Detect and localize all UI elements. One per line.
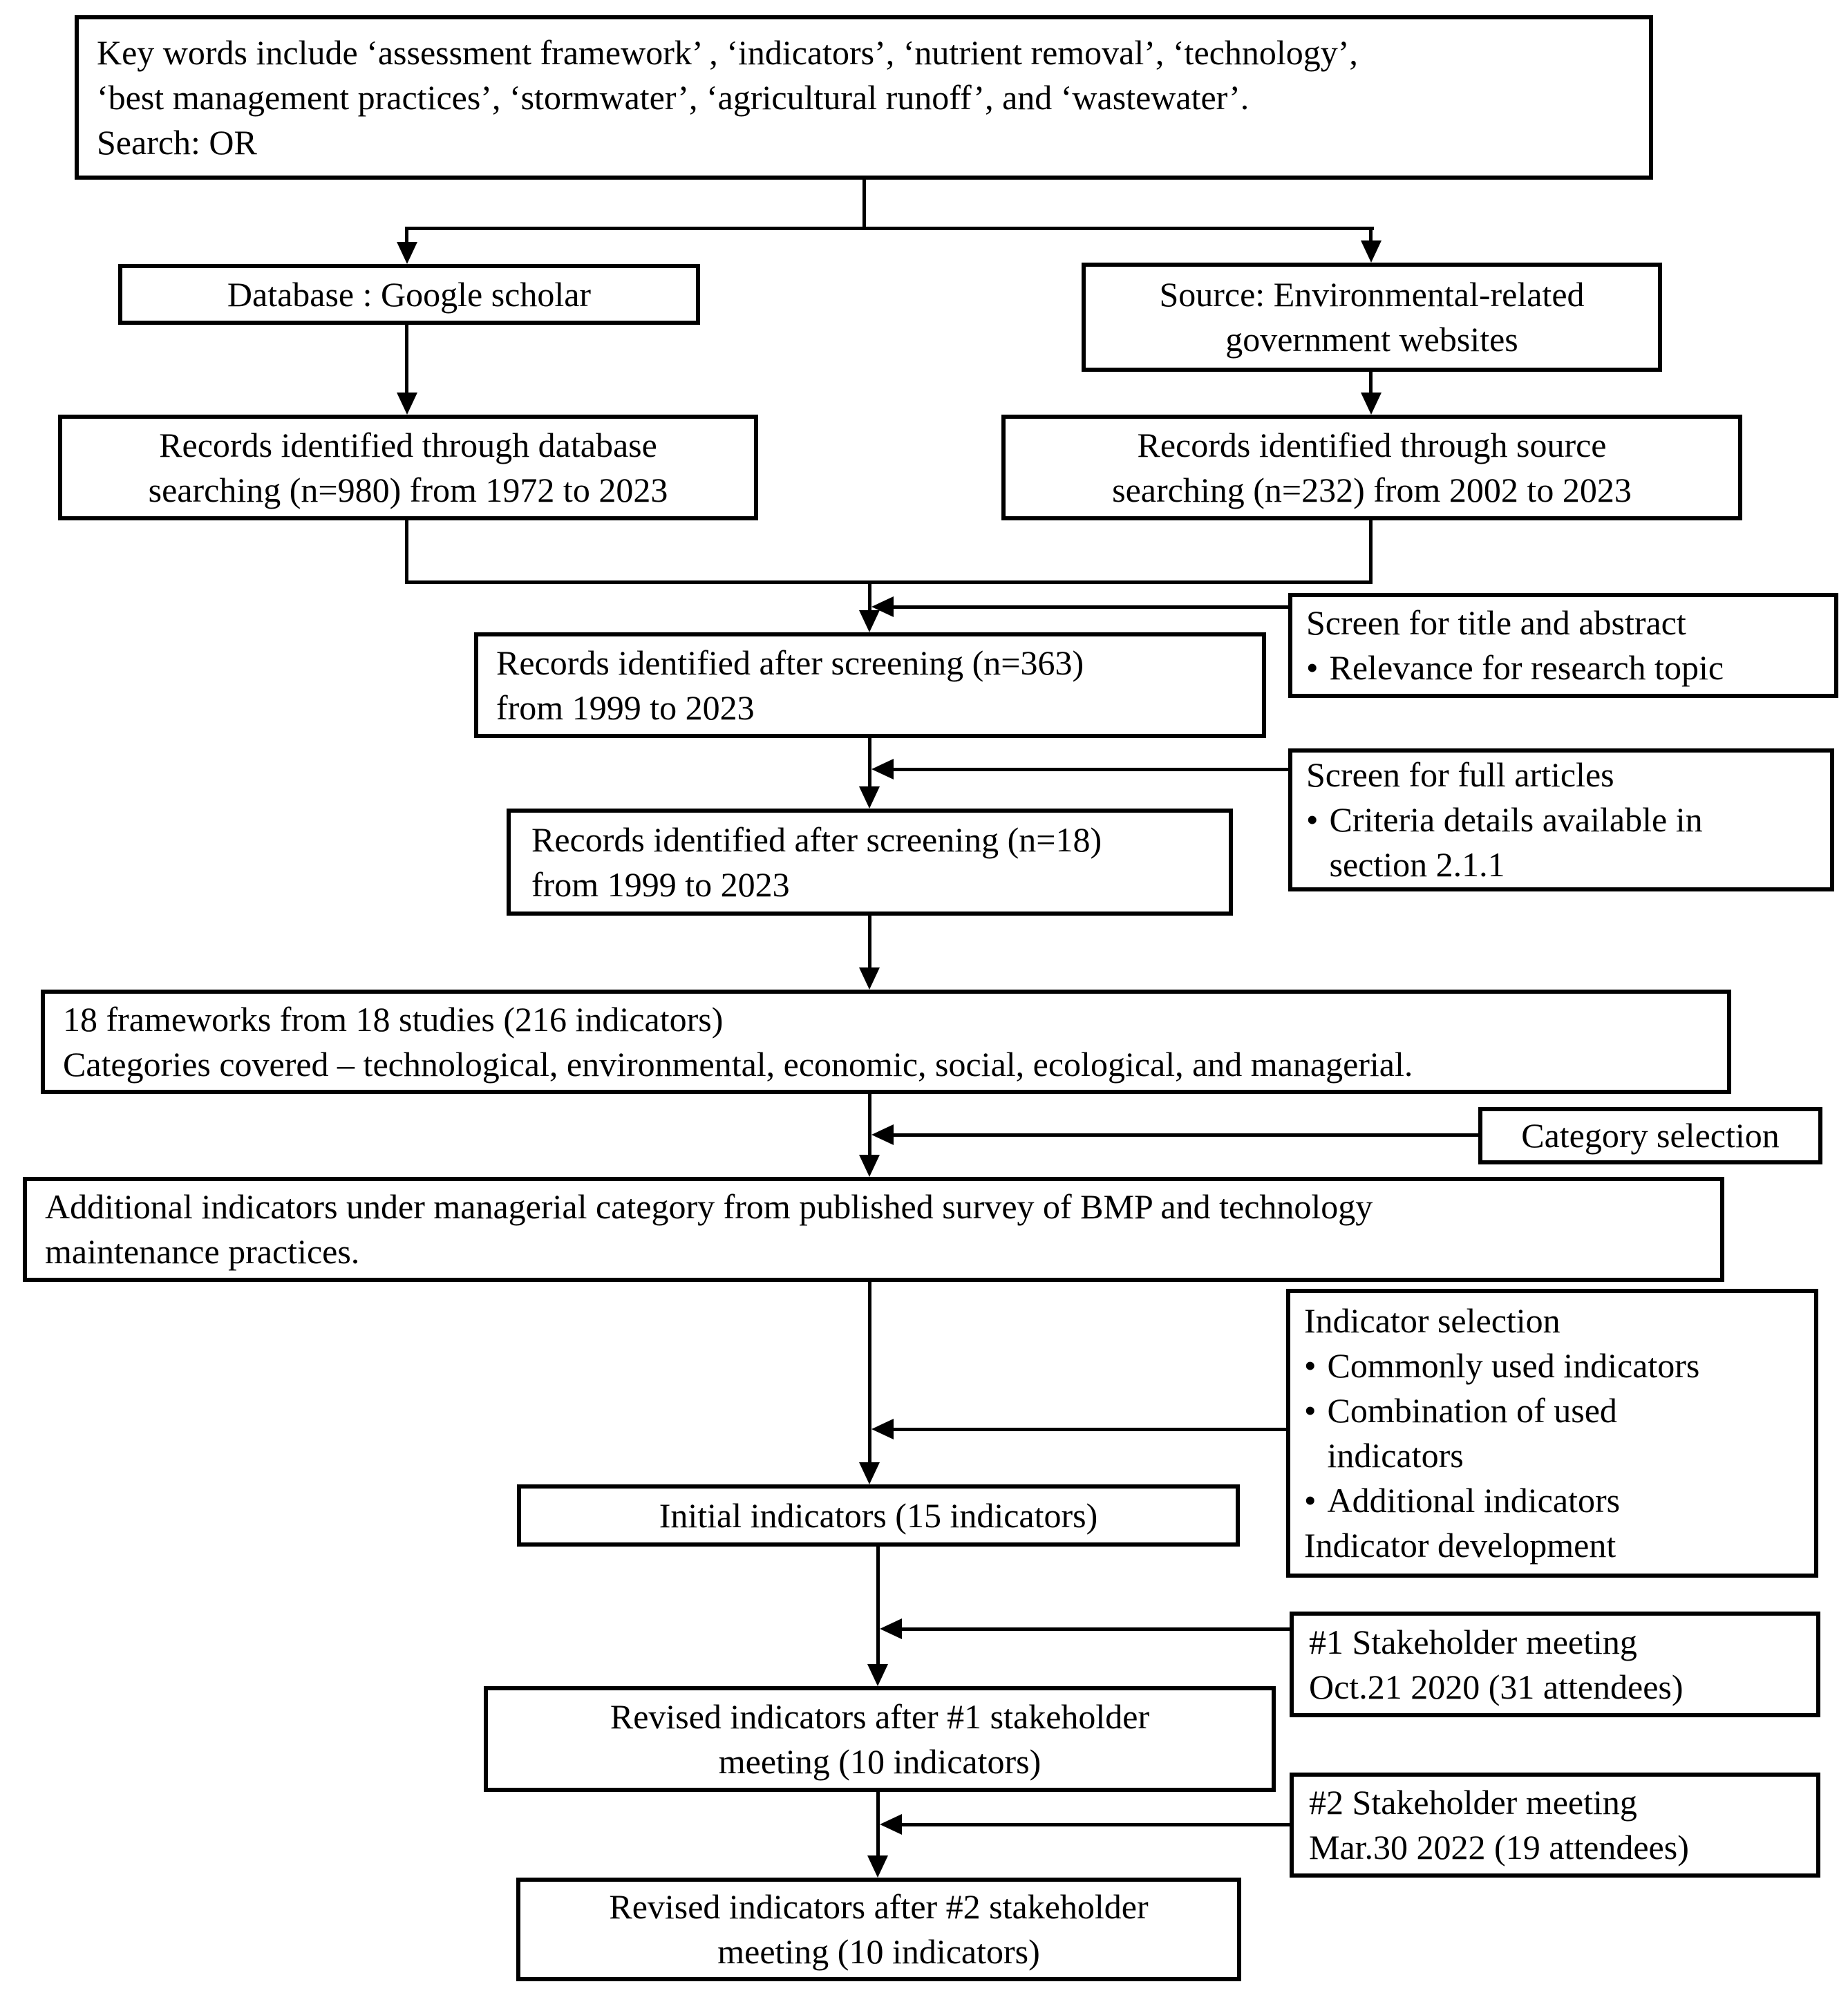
line-screened-18-down [868, 916, 871, 967]
category-selection-box: Category selection [1478, 1107, 1822, 1164]
database-box: Database : Google scholar [118, 264, 700, 325]
bullet-text: Combination of used indicators [1327, 1391, 1617, 1475]
arrowhead-to-frameworks [859, 967, 880, 990]
bullet-text: Criteria details available in section 2.… [1329, 800, 1703, 884]
arrowhead-to-screened-18 [859, 786, 880, 809]
screened-18-box: Records identified after screening (n=18… [507, 809, 1233, 916]
arrowhead-screen-title-abstract [871, 596, 894, 617]
line-initial-down [876, 1547, 880, 1664]
arrowhead-to-records-database [397, 393, 417, 415]
line-meeting-2 [902, 1823, 1290, 1826]
meeting-2-box: #2 Stakeholder meeting Mar.30 2022 (19 a… [1290, 1773, 1820, 1878]
screened-363-text: Records identified after screening (n=36… [496, 643, 1084, 727]
arrowhead-to-revised-2 [867, 1855, 888, 1878]
line-frameworks-down [868, 1094, 871, 1155]
line-screen-title-abstract [894, 605, 1288, 609]
line-category-selection [894, 1133, 1478, 1137]
records-source-box: Records identified through source search… [1001, 415, 1742, 520]
bullet-icon: • [1306, 648, 1319, 687]
revised-2-text: Revised indicators after #2 stakeholder … [609, 1887, 1149, 1971]
arrowhead-to-initial-indicators [859, 1462, 880, 1484]
screen-title-abstract-box: Screen for title and abstract • Relevanc… [1288, 593, 1838, 698]
line-keywords-down [862, 176, 866, 229]
screen-title-abstract-bullet: • Relevance for research topic [1306, 645, 1724, 690]
keywords-text: Key words include ‘assessment framework’… [97, 32, 1358, 162]
arrowhead-to-records-source [1361, 393, 1382, 415]
source-text: Source: Environmental-related government… [1159, 275, 1585, 359]
frameworks-box: 18 frameworks from 18 studies (216 indic… [41, 990, 1731, 1094]
bullet-text: Relevance for research topic [1329, 648, 1724, 687]
screen-title-abstract-title: Screen for title and abstract [1306, 603, 1686, 642]
bullet-icon: • [1306, 800, 1319, 839]
line-merge-down [868, 580, 871, 614]
records-database-text: Records identified through database sear… [148, 425, 668, 509]
bullet-text: Commonly used indicators [1327, 1346, 1700, 1385]
arrowhead-screen-full-articles [871, 759, 894, 780]
indicator-selection-bullet-2: • Combination of used indicators [1304, 1388, 1617, 1478]
additional-indicators-box: Additional indicators under managerial c… [23, 1177, 1724, 1282]
initial-indicators-box: Initial indicators (15 indicators) [517, 1484, 1240, 1547]
indicator-selection-title: Indicator selection [1304, 1301, 1561, 1340]
arrowhead-to-source [1361, 240, 1382, 263]
screen-full-articles-box: Screen for full articles • Criteria deta… [1288, 748, 1834, 891]
screened-363-box: Records identified after screening (n=36… [474, 632, 1266, 738]
bullet-icon: • [1304, 1481, 1317, 1520]
indicator-selection-bullet-3: • Additional indicators [1304, 1478, 1620, 1523]
indicator-selection-bullet-1: • Commonly used indicators [1304, 1343, 1699, 1388]
arrowhead-to-database [397, 242, 417, 264]
initial-indicators-text: Initial indicators (15 indicators) [659, 1495, 1098, 1535]
keywords-box: Key words include ‘assessment framework’… [75, 15, 1653, 180]
meeting-1-box: #1 Stakeholder meeting Oct.21 2020 (31 a… [1290, 1612, 1820, 1717]
additional-indicators-text: Additional indicators under managerial c… [45, 1187, 1373, 1271]
meeting-1-text: #1 Stakeholder meeting Oct.21 2020 (31 a… [1309, 1622, 1684, 1706]
line-split-right-down [1369, 227, 1373, 243]
revised-2-box: Revised indicators after #2 stakeholder … [516, 1878, 1241, 1981]
category-selection-text: Category selection [1521, 1116, 1780, 1155]
line-records-source-down [1369, 520, 1373, 584]
meeting-2-text: #2 Stakeholder meeting Mar.30 2022 (19 a… [1309, 1783, 1689, 1867]
revised-1-text: Revised indicators after #1 stakeholder … [610, 1697, 1150, 1781]
line-records-database-down [405, 520, 408, 584]
database-text: Database : Google scholar [227, 274, 592, 314]
indicator-selection-footer: Indicator development [1304, 1526, 1616, 1565]
arrowhead-to-revised-1 [867, 1664, 888, 1686]
screened-18-text: Records identified after screening (n=18… [531, 820, 1102, 904]
line-meeting-1 [902, 1627, 1290, 1631]
records-database-box: Records identified through database sear… [58, 415, 758, 520]
screen-full-articles-title: Screen for full articles [1306, 755, 1614, 794]
bullet-icon: • [1304, 1391, 1317, 1430]
arrowhead-indicator-selection [871, 1419, 894, 1439]
line-database-down [405, 325, 408, 394]
arrowhead-meeting-2 [880, 1814, 902, 1835]
line-screened-363-down [868, 738, 871, 786]
arrowhead-category-selection [871, 1124, 894, 1145]
line-screen-full-articles [894, 768, 1288, 771]
line-merge-horizontal [405, 580, 1373, 584]
line-revised-1-down [876, 1792, 880, 1855]
line-split-left-down [405, 227, 408, 245]
line-split-horizontal [406, 227, 1374, 230]
arrowhead-meeting-1 [880, 1618, 902, 1639]
bullet-icon: • [1304, 1346, 1317, 1385]
screen-full-articles-bullet: • Criteria details available in section … [1306, 797, 1703, 887]
line-additional-down [868, 1282, 871, 1462]
line-indicator-selection [894, 1428, 1286, 1431]
frameworks-text: 18 frameworks from 18 studies (216 indic… [63, 999, 1413, 1084]
arrowhead-to-additional-indicators [859, 1155, 880, 1177]
revised-1-box: Revised indicators after #1 stakeholder … [484, 1686, 1276, 1792]
indicator-selection-box: Indicator selection • Commonly used indi… [1286, 1289, 1818, 1578]
line-source-down [1369, 372, 1373, 394]
bullet-text: Additional indicators [1327, 1481, 1621, 1520]
source-box: Source: Environmental-related government… [1082, 263, 1662, 372]
records-source-text: Records identified through source search… [1112, 425, 1632, 509]
